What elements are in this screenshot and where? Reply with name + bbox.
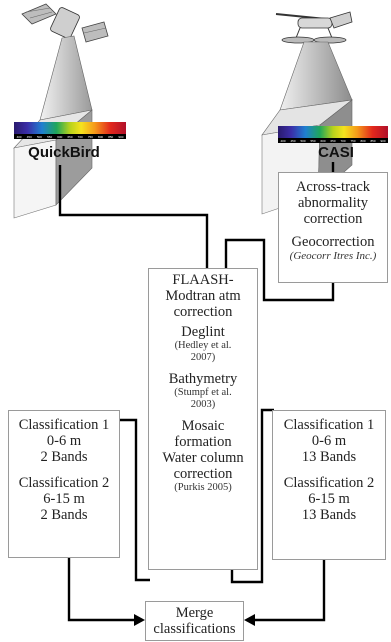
left-class2-range: 6-15 m <box>43 491 85 507</box>
geocorr-citation: (Geocorr Itres Inc.) <box>289 250 377 262</box>
mosaic-line2: formation <box>174 434 232 450</box>
casi-spectrum-tick-850: 850 <box>370 139 375 143</box>
casi-spectrum-tick-900: 900 <box>380 139 385 143</box>
quickbird-spectrum-tick-450: 450 <box>27 135 32 139</box>
left-class2-bands: 2 Bands <box>40 507 88 523</box>
quickbird-label: QuickBird <box>28 144 100 161</box>
arrow-right-to-merge <box>244 614 255 626</box>
line-right-class-to-merge <box>252 560 326 622</box>
deglint-label: Deglint <box>181 324 225 340</box>
casi-spectrum-tick-650: 650 <box>330 139 335 143</box>
line-left-class-to-merge <box>67 557 137 622</box>
bathymetry-citation-2: 2003) <box>190 399 216 410</box>
quickbird-spectrum-tick-700: 700 <box>78 135 83 139</box>
across-track-line3: correction <box>303 211 363 227</box>
line-flaash-to-left-class <box>112 418 150 582</box>
quickbird-spectrum-tick-750: 750 <box>88 135 93 139</box>
casi-spectrum-tick-550: 550 <box>310 139 315 143</box>
left-class1-title: Classification 1 <box>18 417 110 433</box>
casi-spectrum-tick-800: 800 <box>360 139 365 143</box>
quickbird-spectrum-tick-900: 900 <box>118 135 123 139</box>
flaash-line1: FLAASH- <box>172 272 234 288</box>
casi-spectrum-tick-400: 400 <box>280 139 285 143</box>
line-flaash-to-right-class <box>230 408 274 584</box>
left-class2-title: Classification 2 <box>18 475 110 491</box>
quickbird-spectrum-tick-800: 800 <box>98 135 103 139</box>
casi-classification-box: Classification 1 0-6 m 13 Bands Classifi… <box>272 410 386 560</box>
seaplane-icon <box>275 11 353 44</box>
left-class1-bands: 2 Bands <box>40 449 88 465</box>
deglint-citation-1: (Hedley et al. <box>174 340 232 351</box>
casi-spectrum-tick-750: 750 <box>350 139 355 143</box>
line-quickbird-to-flaash <box>58 165 209 268</box>
bathymetry-citation-1: (Stumpf et al. <box>174 387 232 398</box>
casi-spectrum-tick-500: 500 <box>300 139 305 143</box>
flaash-processing-box: FLAASH- Modtran atm correction Deglint (… <box>148 268 258 570</box>
mosaic-line1: Mosaic <box>181 418 225 434</box>
casi-label: CASI <box>318 144 354 161</box>
left-class1-range: 0-6 m <box>46 433 82 449</box>
casi-spectrum-tick-700: 700 <box>340 139 345 143</box>
flaash-line3: correction <box>173 304 233 320</box>
line-geocorr-to-flaash <box>224 238 335 302</box>
right-class2-range: 6-15 m <box>308 491 350 507</box>
connector-lines <box>58 162 335 622</box>
right-class1-bands: 13 Bands <box>301 449 357 465</box>
quickbird-spectrum-tick-500: 500 <box>37 135 42 139</box>
quickbird-spectrum-tick-650: 650 <box>67 135 72 139</box>
quickbird-spectrum-tick-850: 850 <box>108 135 113 139</box>
arrow-left-to-merge <box>134 614 145 626</box>
casi-processing-box: Across-track abnormality correction Geoc… <box>278 172 388 283</box>
quickbird-spectrum-tick-400: 400 <box>17 135 22 139</box>
across-track-line2: abnormality <box>297 195 369 211</box>
quickbird-classification-box: Classification 1 0-6 m 2 Bands Classific… <box>8 410 120 558</box>
bathymetry-label: Bathymetry <box>168 371 238 387</box>
right-class2-title: Classification 2 <box>283 475 375 491</box>
water-column-line2: correction <box>173 466 233 482</box>
satellite-icon <box>21 3 109 43</box>
flaash-line2: Modtran atm <box>165 288 241 304</box>
deglint-citation-2: 2007) <box>190 352 216 363</box>
casi-spectrum-tick-450: 450 <box>290 139 295 143</box>
right-class1-range: 0-6 m <box>311 433 347 449</box>
spectrum-bar-casi: 400 450 500 550 600 650 700 750 800 850 900 <box>278 126 388 143</box>
quickbird-spectrum-tick-600: 600 <box>57 135 62 139</box>
water-column-citation: (Purkis 2005) <box>174 482 232 493</box>
water-column-line1: Water column <box>162 450 244 466</box>
merge-line1: Merge <box>175 605 214 621</box>
right-class2-bands: 13 Bands <box>301 507 357 523</box>
quickbird-spectrum-tick-550: 550 <box>47 135 52 139</box>
merge-line2: classifications <box>153 621 236 637</box>
across-track-line1: Across-track <box>295 179 371 195</box>
spectrum-bar-quickbird: 400 450 500 550 600 650 700 750 800 850 900 <box>14 122 126 139</box>
merge-classifications-box: Merge classifications <box>145 601 244 641</box>
arrowheads <box>134 614 255 626</box>
right-class1-title: Classification 1 <box>283 417 375 433</box>
casi-spectrum-tick-600: 600 <box>320 139 325 143</box>
geocorrection-label: Geocorrection <box>291 234 375 250</box>
